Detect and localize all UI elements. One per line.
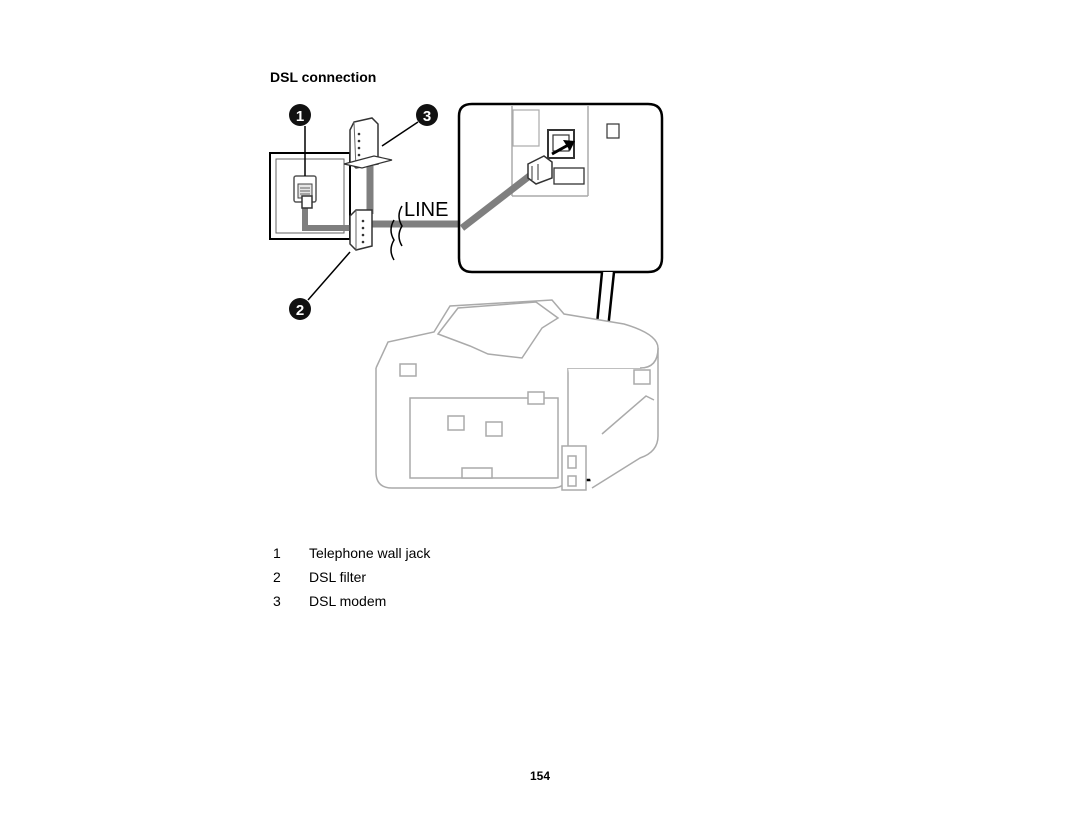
list-item: 2 DSL filter	[273, 565, 430, 589]
svg-text:1: 1	[296, 108, 304, 125]
section-heading: DSL connection	[270, 69, 377, 85]
callout-3: 3	[416, 104, 438, 126]
line-label: LINE	[404, 199, 448, 221]
dsl-connection-illustration: LINE 1 2 3	[262, 96, 682, 506]
line-port-closeup-icon	[457, 102, 664, 274]
dsl-filter-icon	[301, 195, 373, 251]
legend-label: DSL modem	[309, 593, 387, 609]
callout-1: 1	[289, 104, 311, 126]
svg-text:3: 3	[423, 108, 431, 125]
legend-label: Telephone wall jack	[309, 545, 431, 561]
legend-number: 2	[273, 569, 281, 585]
legend-number: 1	[273, 545, 281, 561]
dsl-modem-icon	[343, 117, 393, 169]
list-item: 3 DSL modem	[273, 589, 430, 613]
legend-label: DSL filter	[309, 569, 367, 585]
page-number: 154	[529, 769, 551, 783]
legend-number: 3	[273, 593, 281, 609]
callout-legend: 1 Telephone wall jack 2 DSL filter 3 DSL…	[273, 541, 430, 613]
list-item: 1 Telephone wall jack	[273, 541, 430, 565]
printer-rear-icon	[375, 299, 659, 491]
svg-text:2: 2	[296, 302, 304, 319]
callout-2: 2	[289, 298, 311, 320]
